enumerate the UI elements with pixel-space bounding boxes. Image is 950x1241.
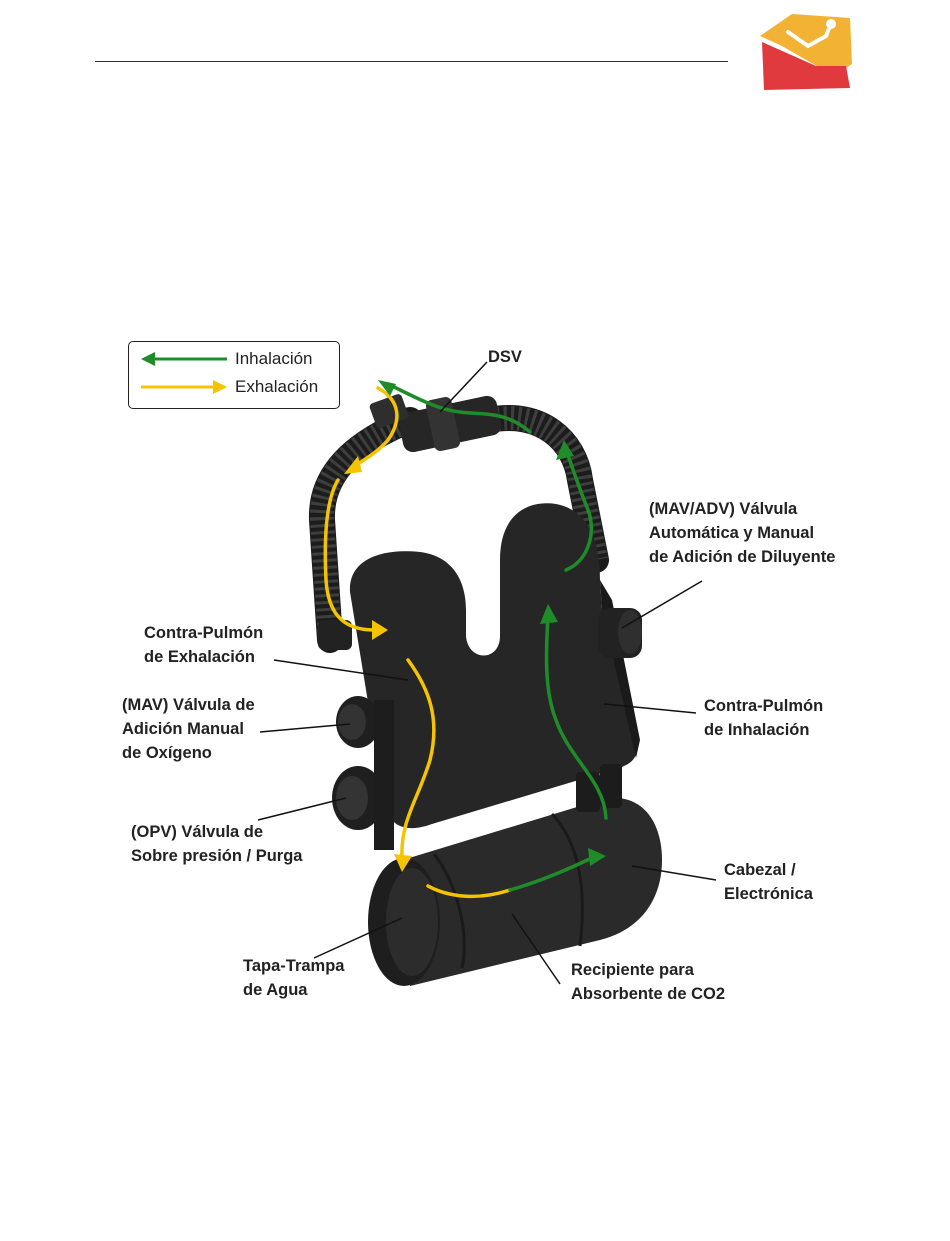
label-contra-pulmon-exhalacion: Contra-Pulmón de Exhalación <box>144 624 264 666</box>
label-cabezal: Cabezal / Electrónica <box>724 861 813 903</box>
legend-label-exhalation: Exhalación <box>235 377 319 396</box>
counterlung-body <box>349 503 637 829</box>
label-dsv: DSV <box>488 348 522 366</box>
label-mav-adv: (MAV/ADV) Válvula Automática y Manual de… <box>649 500 836 566</box>
header-rule <box>95 61 728 62</box>
dsv-mouthpiece <box>369 394 502 453</box>
mav-oxygen-valve <box>336 696 380 748</box>
legend-label-inhalation: Inhalación <box>235 349 313 368</box>
flow-legend: Inhalación Exhalación <box>128 341 340 409</box>
canister-band-2 <box>432 853 466 969</box>
label-opv: (OPV) Válvula de Sobre presión / Purga <box>131 823 303 865</box>
co2-canister <box>396 798 662 986</box>
label-contra-pulmon-inhalacion: Contra-Pulmón de Inhalación <box>704 697 824 739</box>
inhalation-arrowheads <box>378 380 606 866</box>
label-tapa-trampa: Tapa-Trampa de Agua <box>243 957 345 999</box>
green-arrow-icon <box>141 352 227 366</box>
exhalation-hose-ribs <box>309 408 415 641</box>
legend-item-inhalation: Inhalación <box>129 346 339 372</box>
brand-logo-icon <box>742 6 864 100</box>
opv-valve <box>332 766 384 830</box>
label-recipiente: Recipiente para Absorbente de CO2 <box>571 961 726 1003</box>
inhalation-flow-arrows <box>386 382 608 892</box>
yellow-arrow-icon <box>141 380 227 394</box>
side-pipe-left <box>318 620 394 850</box>
mav-diluent-valve <box>598 608 642 658</box>
legend-item-exhalation: Exhalación <box>129 374 339 400</box>
exhalation-flow-arrows <box>323 386 512 899</box>
leader-lines <box>257 361 717 985</box>
exhalation-arrowheads <box>344 456 412 872</box>
label-mav-oxigeno: (MAV) Válvula de Adición Manual de Oxíge… <box>122 696 255 762</box>
